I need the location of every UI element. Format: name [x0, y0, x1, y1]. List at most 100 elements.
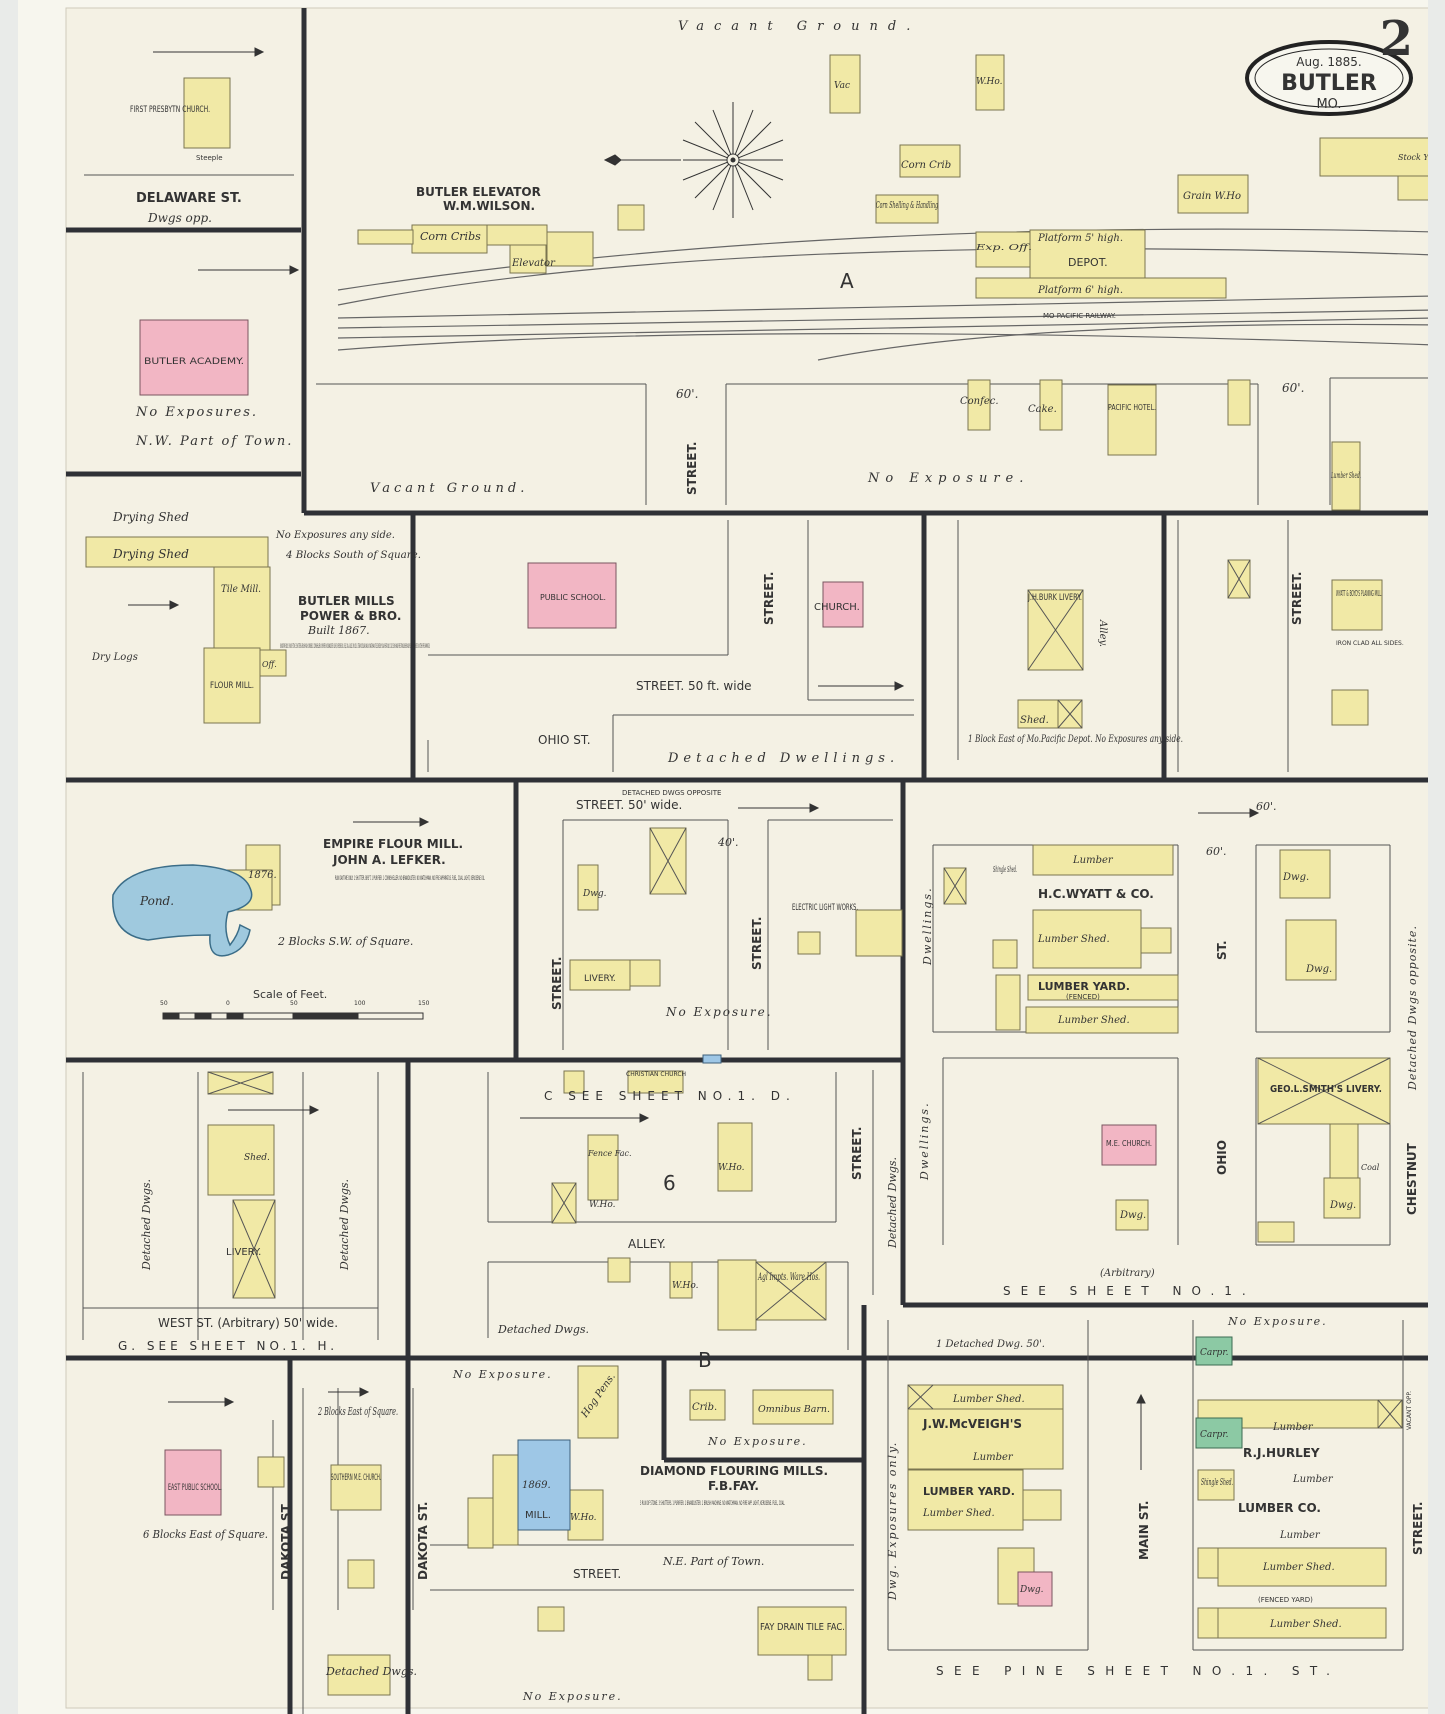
- width-60-b: 60'.: [1282, 381, 1304, 395]
- shed-cross-marks: [207, 559, 1403, 1429]
- dwg-label-c1: Dwg.: [1282, 872, 1309, 883]
- drying-shed-1: Drying Shed: [112, 510, 189, 524]
- dakota-st-1: DAKOTA ST.: [279, 1502, 293, 1581]
- electric-light: ELECTRIC LIGHT WORKS.: [792, 903, 858, 913]
- scale-tick-150: 150: [418, 1000, 430, 1007]
- street-50-wide: STREET. 50' wide.: [576, 798, 682, 812]
- pacific-hotel: PACIFIC HOTEL.: [1108, 403, 1156, 412]
- flow-arrows: [128, 47, 1260, 1470]
- detached-dwgs-b: Detached Dwgs.: [497, 1323, 589, 1336]
- livery-caps: LIVERY.: [226, 1247, 261, 1258]
- butler-elevator: BUTLER ELEVATOR: [416, 185, 541, 199]
- detached-dwellings: Detached Dwellings.: [667, 751, 899, 766]
- no-exposure-b3: No Exposure.: [452, 1368, 553, 1381]
- scale-tick-50: 50: [290, 1000, 298, 1007]
- railroad-tracks: [337, 228, 1428, 361]
- first-presbyterian: FIRST PRESBYTN CHURCH.: [130, 105, 210, 115]
- sheet-number: 2: [1380, 11, 1413, 67]
- lumber-jw: Lumber: [972, 1452, 1014, 1463]
- carpr-2: Carpr.: [1200, 1430, 1229, 1440]
- me-church: M.E. CHURCH.: [1106, 1139, 1152, 1148]
- who-top: W.Ho.: [976, 77, 1003, 87]
- power-bro: POWER & BRO.: [300, 609, 401, 623]
- dwg-jw: Dwg.: [1019, 1585, 1044, 1595]
- lumber-rj-3: Lumber: [1279, 1530, 1321, 1541]
- detached-opposite: DETACHED DWGS OPPOSITE: [622, 789, 721, 797]
- ne-part: N.E. Part of Town.: [662, 1555, 764, 1568]
- flour-mill-label: FLOUR MILL.: [210, 681, 254, 691]
- tile-mill: Tile Mill.: [221, 584, 261, 595]
- off-label: Off.: [262, 660, 277, 669]
- no-exposure-bottom: No Exposure.: [522, 1690, 623, 1703]
- butler-mills: BUTLER MILLS: [298, 594, 395, 608]
- depot: DEPOT.: [1068, 256, 1108, 269]
- street-vertical-7: STREET.: [1411, 1502, 1425, 1555]
- lumber-co: LUMBER CO.: [1238, 1501, 1321, 1515]
- crib-label: Crib.: [692, 1402, 717, 1413]
- lumber-shed-hc: Lumber Shed.: [1037, 934, 1110, 945]
- detached-drwgs-vertical-1: Detached Dwgs.: [140, 1179, 153, 1271]
- empire-description: RUN DAYTIME ONLY. 1 SHUTTER. BRS'T. 1 PU…: [335, 875, 485, 882]
- drying-shed-2: Drying Shed: [112, 547, 189, 561]
- detached-dwgs-bottom: Detached Dwgs.: [325, 1665, 417, 1678]
- width-60-a: 60'.: [676, 387, 698, 401]
- block-b: B: [698, 1348, 712, 1372]
- no-exposures-any-side: No Exposures any side.: [275, 530, 395, 541]
- year-1876: 1876.: [248, 870, 277, 881]
- corn-cribs: Corn Cribs: [420, 230, 481, 243]
- church-label: CHURCH.: [814, 602, 860, 613]
- lumber-shed-jw-2: Lumber Shed.: [922, 1508, 995, 1519]
- dwg-label-c2: Dwg.: [1305, 964, 1332, 975]
- scale-tick-50a: 50: [160, 1000, 168, 1007]
- nw-part-town: N.W. Part of Town.: [135, 434, 293, 449]
- two-blocks-sw: 2 Blocks S.W. of Square.: [277, 935, 413, 948]
- one-detached: 1 Detached Dwg. 50'.: [936, 1339, 1045, 1350]
- chestnut-vertical: CHESTNUT: [1405, 1142, 1419, 1215]
- vac-label: Vac: [834, 81, 850, 91]
- scale-tick-100: 100: [354, 1000, 366, 1007]
- two-blocks-east: 2 Blocks East of Square.: [317, 1405, 398, 1418]
- john-lefker: JOHN A. LEFKER.: [332, 853, 446, 867]
- fence-fac: Fence Fac.: [587, 1149, 632, 1158]
- title-state: MO.: [1316, 97, 1341, 112]
- arbitrary-label: (Arbitrary): [1100, 1268, 1155, 1279]
- dwellings-vertical: Dwellings.: [921, 886, 934, 966]
- title-town: BUTLER: [1281, 71, 1377, 96]
- alley-label: Alley.: [1097, 619, 1108, 647]
- lumber-yard-jw: LUMBER YARD.: [923, 1485, 1015, 1498]
- scale-bar: [162, 1012, 424, 1020]
- street-lines: [66, 8, 1428, 1714]
- width-40: 40'.: [717, 836, 739, 849]
- alley-caps: ALLEY.: [628, 1237, 666, 1251]
- mo-pacific: MO PACIFIC RAILWAY.: [1043, 312, 1116, 320]
- lumber-shed-jw: Lumber Shed.: [952, 1394, 1025, 1405]
- pond-label: Pond.: [139, 894, 174, 908]
- shed-livery: Shed.: [244, 1153, 270, 1163]
- lumber-shed-rj-2: Lumber Shed.: [1269, 1619, 1342, 1630]
- christian-church: CHRISTIAN CHURCH: [626, 1071, 686, 1078]
- street-vertical-6: STREET.: [850, 1127, 864, 1180]
- c-see-sheet: C SEE SHEET NO.1. D.: [544, 1089, 796, 1103]
- street-vertical-1: STREET.: [685, 442, 699, 495]
- dwg-exposures-only: Dwg. Exposures only.: [886, 1441, 899, 1601]
- street-vertical-2: STREET.: [762, 572, 776, 625]
- pond: [112, 864, 253, 957]
- dry-logs: Dry Logs: [91, 652, 138, 663]
- frame-buildings: [85, 54, 1428, 1696]
- four-blocks: 4 Blocks South of Square.: [285, 550, 421, 561]
- map-sheet: 2 Aug. 1885. BUTLER MO. Vacant Ground. F…: [18, 0, 1428, 1714]
- exp-off: Exp. Off.: [974, 243, 1032, 252]
- corn-crib: Corn Crib: [901, 160, 951, 171]
- shingle-shed-rj: Shingle Shed.: [1201, 1478, 1233, 1488]
- west-st: WEST ST. (Arbitrary) 50' wide.: [158, 1316, 338, 1330]
- dakota-st-2: DAKOTA ST.: [416, 1502, 430, 1581]
- six-blocks: 6 Blocks East of Square.: [143, 1528, 268, 1541]
- geo-smith: GEO.L.SMITH'S LIVERY.: [1270, 1084, 1382, 1095]
- lumber-shed-top: Lumber Shed.: [1330, 471, 1361, 480]
- detached-vertical-e: Dwellings.: [918, 1101, 931, 1181]
- lumber-label-1: Lumber: [1072, 855, 1114, 866]
- street-diamond: STREET.: [573, 1567, 621, 1581]
- shingle-shed: Shingle Shed.: [993, 865, 1017, 874]
- vacant-ground-mid: Vacant Ground.: [370, 481, 528, 496]
- no-exposure-b2: No Exposure.: [707, 1435, 808, 1448]
